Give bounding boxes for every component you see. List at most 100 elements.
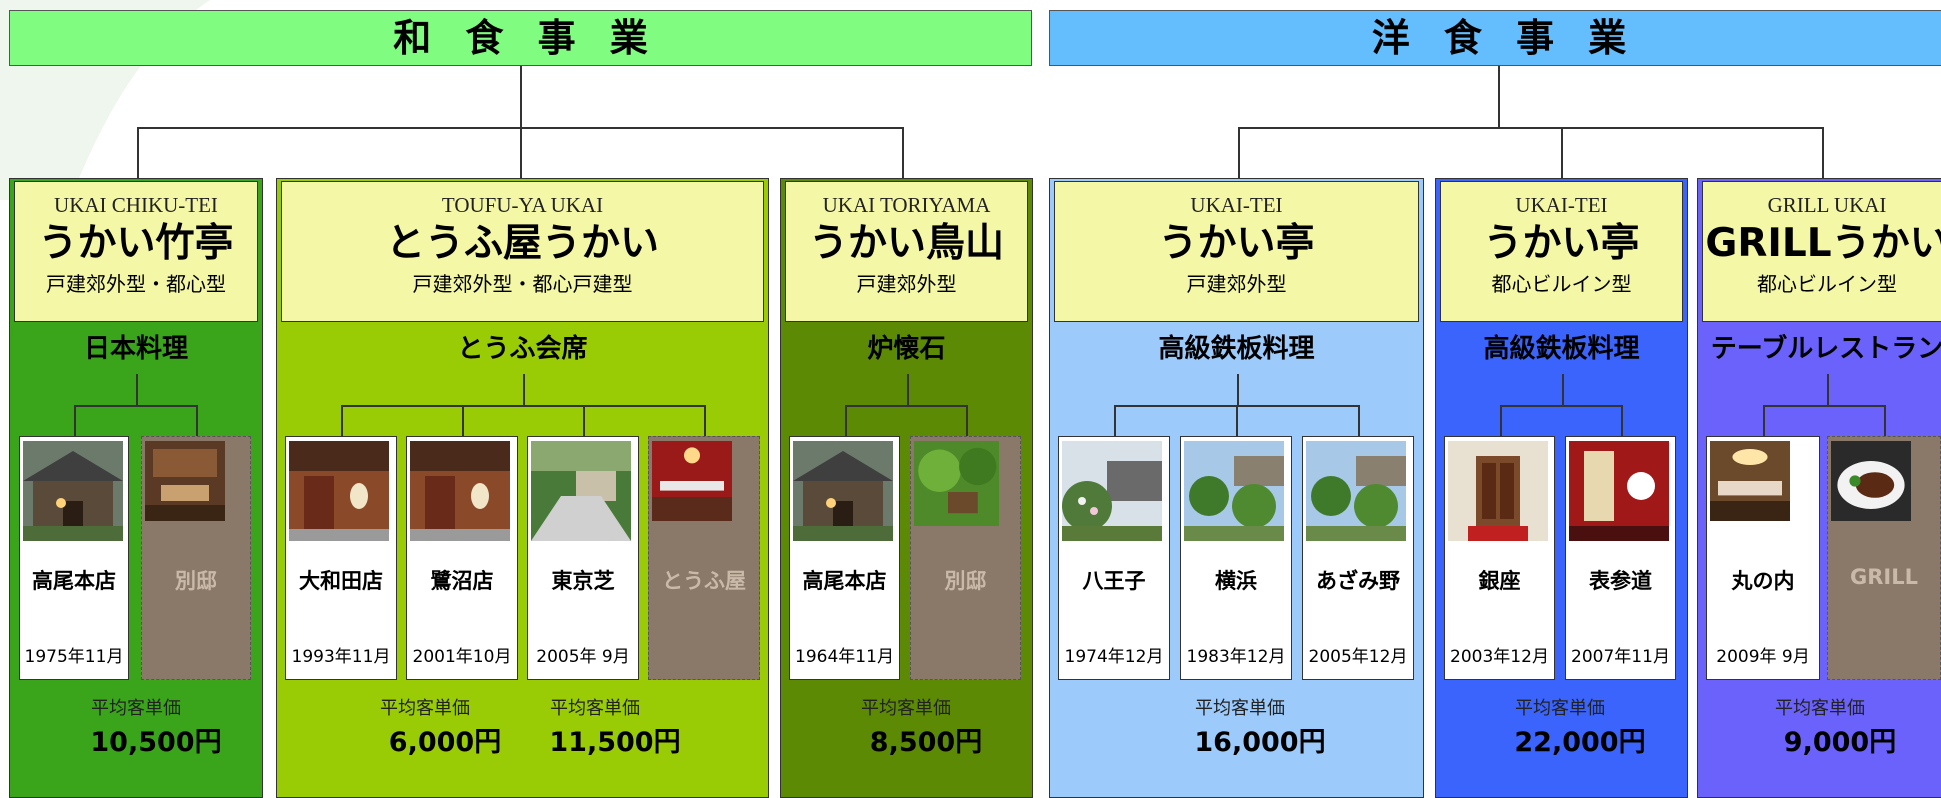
- cuisine-category: テーブルレストラン: [1710, 334, 1941, 364]
- store-open-date: 1983年12月: [1186, 647, 1286, 667]
- store-name: 表参道: [1589, 569, 1652, 593]
- store-photo: [652, 441, 732, 521]
- brand-english-name: TOUFU-YA UKAI: [441, 193, 604, 217]
- store-name: 丸の内: [1731, 569, 1795, 593]
- store-name: 横浜: [1215, 569, 1257, 593]
- brand-format: 戸建郊外型: [856, 272, 957, 296]
- division-banner-yoshoku: 洋食事業: [1049, 10, 1941, 66]
- store-name: 東京芝: [551, 569, 615, 593]
- store-open-date: 1993年11月: [291, 647, 391, 667]
- store-card[interactable]: 八王子 1974年12月: [1058, 436, 1170, 680]
- brand-name: うかい竹亭: [38, 221, 234, 266]
- store-photo: [531, 441, 631, 541]
- store-photo: [1062, 441, 1162, 541]
- store-photo: [289, 441, 389, 541]
- store-open-date: 2003年12月: [1450, 647, 1549, 667]
- cuisine-category: 炉懐石: [867, 334, 946, 364]
- store-name: 別邸: [175, 569, 217, 593]
- store-name: 八王子: [1082, 569, 1146, 593]
- brand-format: 戸建郊外型・都心型: [46, 272, 226, 296]
- store-photo: [1306, 441, 1406, 541]
- store-card[interactable]: 表参道 2007年11月: [1565, 436, 1676, 680]
- store-photo: [145, 441, 225, 521]
- store-open-date: 1975年11月: [24, 647, 124, 667]
- store-name: GRILL: [1850, 565, 1918, 589]
- average-spend-value: 8,500円: [869, 727, 983, 758]
- store-open-date: 2007年11月: [1571, 647, 1670, 667]
- brand-english-name: UKAI-TEI: [1190, 193, 1283, 217]
- store-name: 高尾本店: [32, 569, 116, 593]
- average-spend-label: 平均客単価: [91, 698, 181, 719]
- average-spend-value: 10,500円: [90, 727, 222, 758]
- store-open-date: 1964年11月: [795, 647, 894, 667]
- store-card[interactable]: 銀座 2003年12月: [1444, 436, 1555, 680]
- brand-header: UKAI-TEI うかい亭 都心ビルイン型: [1440, 181, 1683, 322]
- brand-header: UKAI TORIYAMA うかい鳥山 戸建郊外型: [785, 181, 1028, 322]
- store-name: 大和田店: [299, 569, 383, 593]
- brand-format: 都心ビルイン型: [1491, 272, 1632, 296]
- store-open-date: 1974年12月: [1064, 647, 1164, 667]
- brand-header: UKAI-TEI うかい亭 戸建郊外型: [1054, 181, 1419, 322]
- store-card[interactable]: 東京芝 2005年 9月: [527, 436, 639, 680]
- store-card[interactable]: 高尾本店 1964年11月: [789, 436, 900, 680]
- store-name: とうふ屋: [662, 569, 746, 593]
- brand-name: うかい鳥山: [808, 221, 1004, 266]
- division-banner-washoku: 和食事業: [9, 10, 1032, 66]
- average-spend-value: 11,500円: [549, 727, 681, 758]
- store-name: 銀座: [1478, 569, 1521, 593]
- average-spend-label: 平均客単価: [380, 698, 470, 719]
- cuisine-category: 日本料理: [83, 334, 188, 364]
- brand-english-name: UKAI TORIYAMA: [822, 193, 991, 217]
- store-card[interactable]: あざみ野 2005年12月: [1302, 436, 1414, 680]
- store-card[interactable]: 高尾本店 1975年11月: [19, 436, 129, 680]
- store-photo: [1184, 441, 1284, 541]
- brand-format: 都心ビルイン型: [1757, 272, 1897, 296]
- store-photo: [23, 441, 123, 541]
- brand-format: 戸建郊外型: [1186, 272, 1287, 296]
- store-name: 別邸: [944, 569, 987, 593]
- store-name: 鷺沼店: [430, 569, 494, 593]
- brand-english-name: GRILL UKAI: [1767, 193, 1887, 217]
- store-photo: [793, 441, 893, 541]
- store-photo: [1710, 441, 1790, 521]
- store-photo: [1448, 441, 1548, 541]
- store-name: 高尾本店: [802, 569, 887, 593]
- brand-english-name: UKAI-TEI: [1515, 193, 1608, 217]
- store-photo: [1831, 441, 1911, 521]
- brand-name: GRILLうかい: [1705, 221, 1941, 266]
- store-card[interactable]: とうふ屋: [648, 436, 760, 680]
- average-spend-value: 22,000円: [1514, 727, 1646, 758]
- store-open-date: 2005年 9月: [536, 647, 630, 667]
- store-card[interactable]: 鷺沼店 2001年10月: [406, 436, 518, 680]
- store-photo: [1569, 441, 1669, 541]
- store-card[interactable]: 別邸: [141, 436, 251, 680]
- store-photo: [914, 441, 999, 526]
- average-spend-value: 16,000円: [1194, 727, 1326, 758]
- average-spend-label: 平均客単価: [1775, 698, 1865, 719]
- cuisine-category: 高級鉄板料理: [1158, 334, 1315, 364]
- store-card[interactable]: 横浜 1983年12月: [1180, 436, 1292, 680]
- brand-english-name: UKAI CHIKU-TEI: [54, 193, 218, 217]
- brand-format: 戸建郊外型・都心戸建型: [412, 272, 633, 296]
- average-spend-label: 平均客単価: [550, 698, 640, 719]
- cuisine-category: 高級鉄板料理: [1483, 334, 1640, 364]
- store-card[interactable]: 大和田店 1993年11月: [285, 436, 397, 680]
- store-photo: [410, 441, 510, 541]
- average-spend-label: 平均客単価: [1515, 698, 1605, 719]
- brand-name: うかい亭: [1158, 221, 1315, 266]
- store-name: あざみ野: [1316, 569, 1400, 593]
- cuisine-category: とうふ会席: [457, 334, 588, 364]
- brand-name: うかい亭: [1483, 221, 1640, 266]
- average-spend-value: 6,000円: [388, 727, 502, 758]
- store-open-date: 2005年12月: [1308, 647, 1408, 667]
- store-card[interactable]: 丸の内 2009年 9月: [1706, 436, 1820, 680]
- brand-header: GRILL UKAI GRILLうかい 都心ビルイン型: [1702, 181, 1941, 322]
- store-card[interactable]: 別邸: [910, 436, 1021, 680]
- average-spend-value: 9,000円: [1783, 727, 1897, 758]
- store-open-date: 2001年10月: [412, 647, 512, 667]
- average-spend-label: 平均客単価: [861, 698, 951, 719]
- brand-name: とうふ屋うかい: [385, 221, 659, 266]
- store-open-date: 2009年 9月: [1716, 647, 1810, 667]
- brand-header: UKAI CHIKU-TEI うかい竹亭 戸建郊外型・都心型: [14, 181, 258, 322]
- store-card[interactable]: GRILL: [1827, 436, 1941, 680]
